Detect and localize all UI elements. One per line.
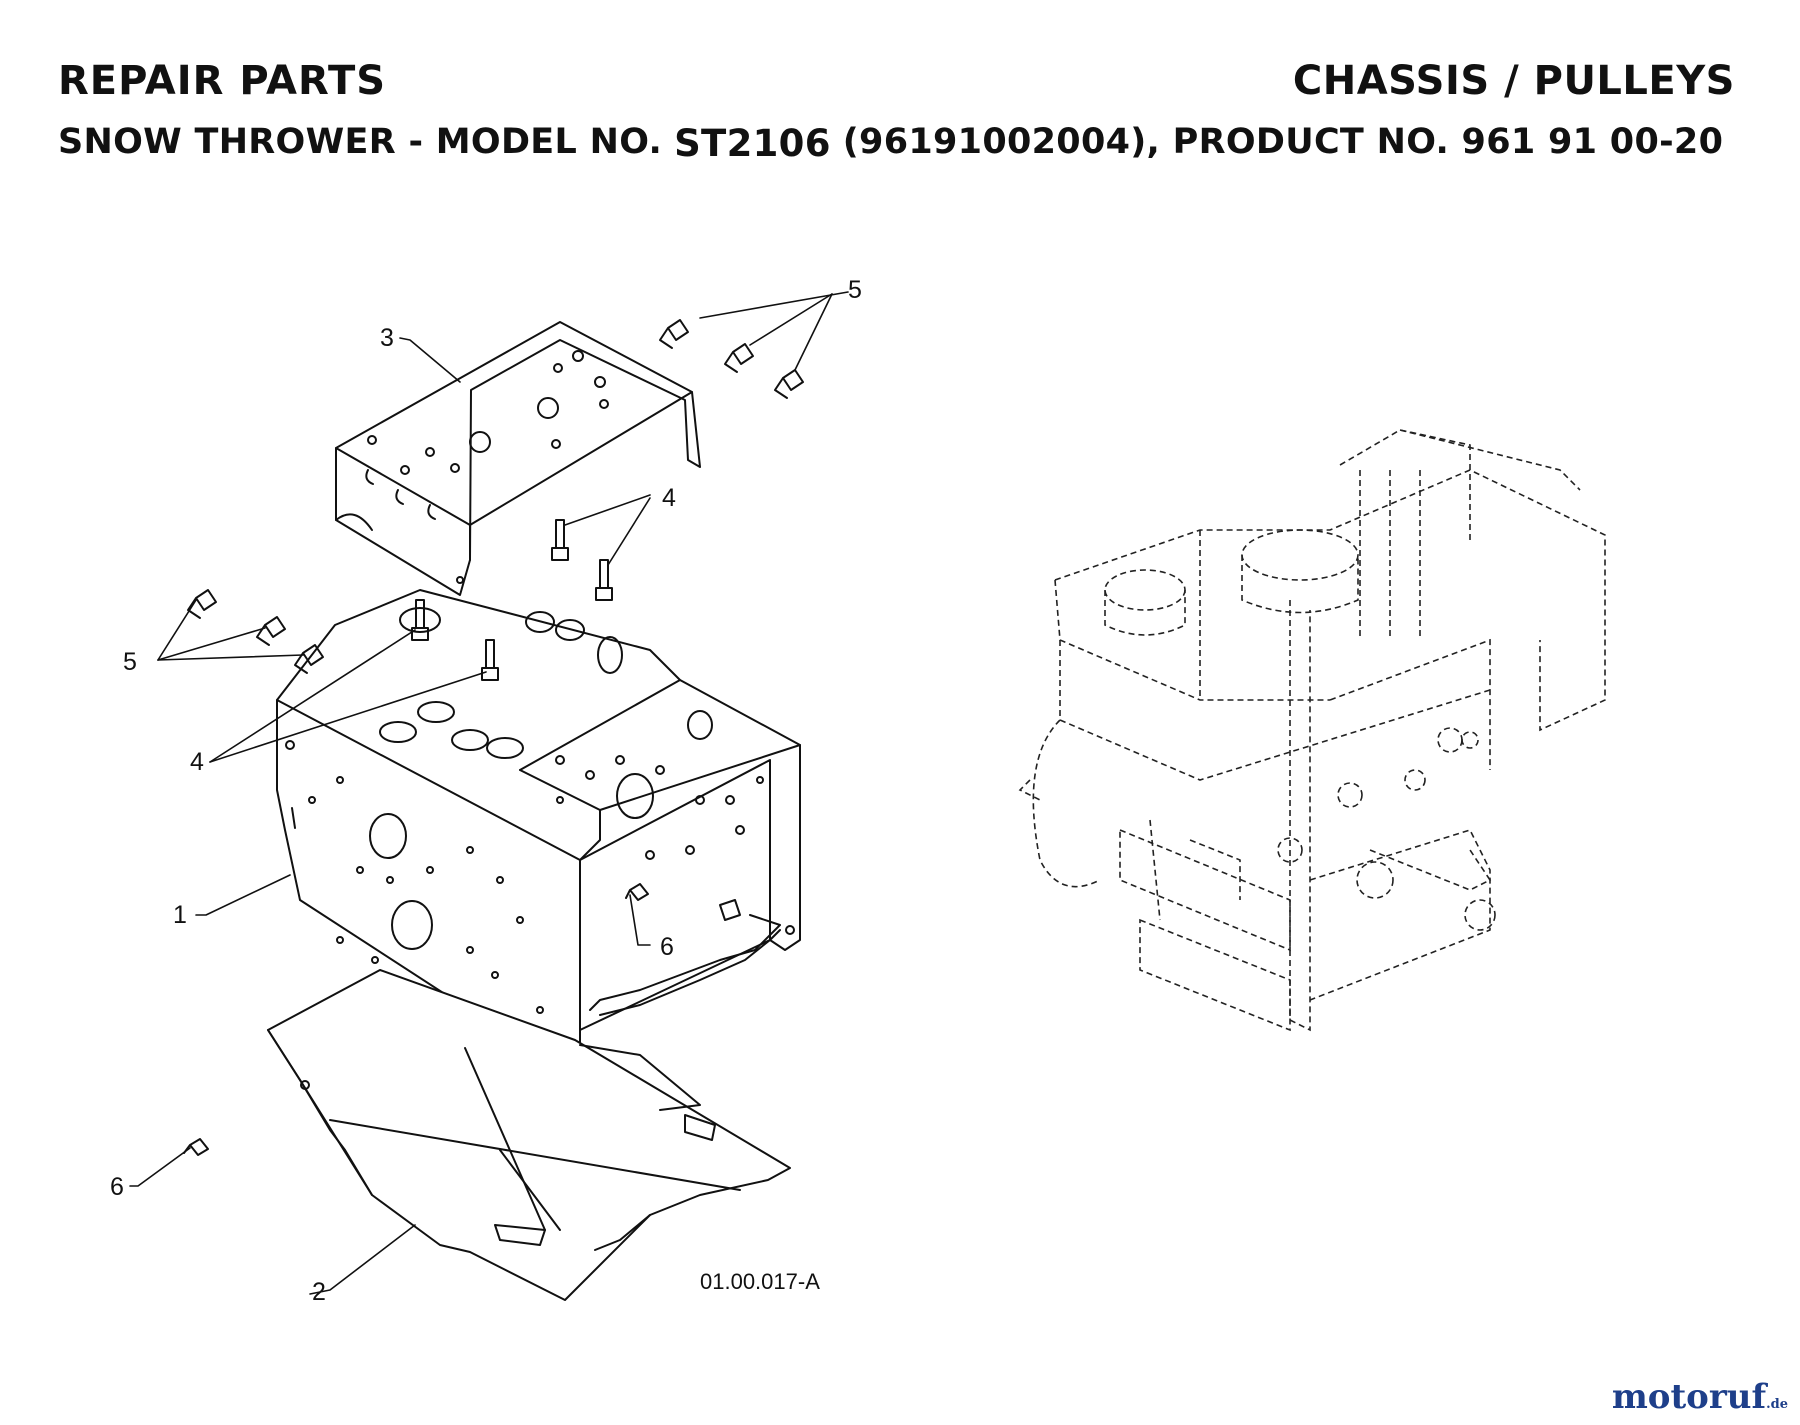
model-subtitle: SNOW THROWER - MODEL NO. ST2106 (9619100… <box>58 122 1735 165</box>
watermark-suffix: .de <box>1766 1397 1788 1412</box>
part-3-top-cover <box>335 321 701 596</box>
callout-5-left: 5 <box>123 648 137 676</box>
drawing-number: 01.00.017-A <box>700 1269 820 1294</box>
callout-5-top: 5 <box>848 276 862 304</box>
page-header: REPAIR PARTS CHASSIS / PULLEYS SNOW THRO… <box>58 50 1735 170</box>
part-4-studs <box>399 519 613 681</box>
section-title: CHASSIS / PULLEYS <box>1292 58 1735 104</box>
part-2-bottom-plate <box>267 969 791 1301</box>
page-title: REPAIR PARTS <box>58 58 387 104</box>
callout-3: 3 <box>380 324 394 352</box>
callout-6-right: 6 <box>660 933 674 961</box>
leader-lines <box>129 291 849 1295</box>
watermark-logo: motoruf.de <box>1612 1377 1788 1417</box>
part-1-chassis-housing <box>276 589 801 1073</box>
callout-1: 1 <box>173 901 187 929</box>
watermark-text: motoruf <box>1611 1377 1767 1417</box>
engine-reference-outline <box>1018 429 1606 1032</box>
model-number: ST2106 <box>674 122 831 165</box>
subtitle-prefix: SNOW THROWER - MODEL NO. <box>58 122 663 162</box>
callout-labels: 3 5 4 5 4 1 6 6 2 01.00.017-A <box>110 276 862 1306</box>
callout-2: 2 <box>312 1278 326 1306</box>
subtitle-suffix: (96191002004), PRODUCT NO. 961 91 00-20 <box>842 122 1724 162</box>
callout-4-left: 4 <box>190 748 204 776</box>
callout-4-top: 4 <box>662 484 676 512</box>
part-5-bolts-top <box>659 319 804 399</box>
callout-6-left: 6 <box>110 1173 124 1201</box>
